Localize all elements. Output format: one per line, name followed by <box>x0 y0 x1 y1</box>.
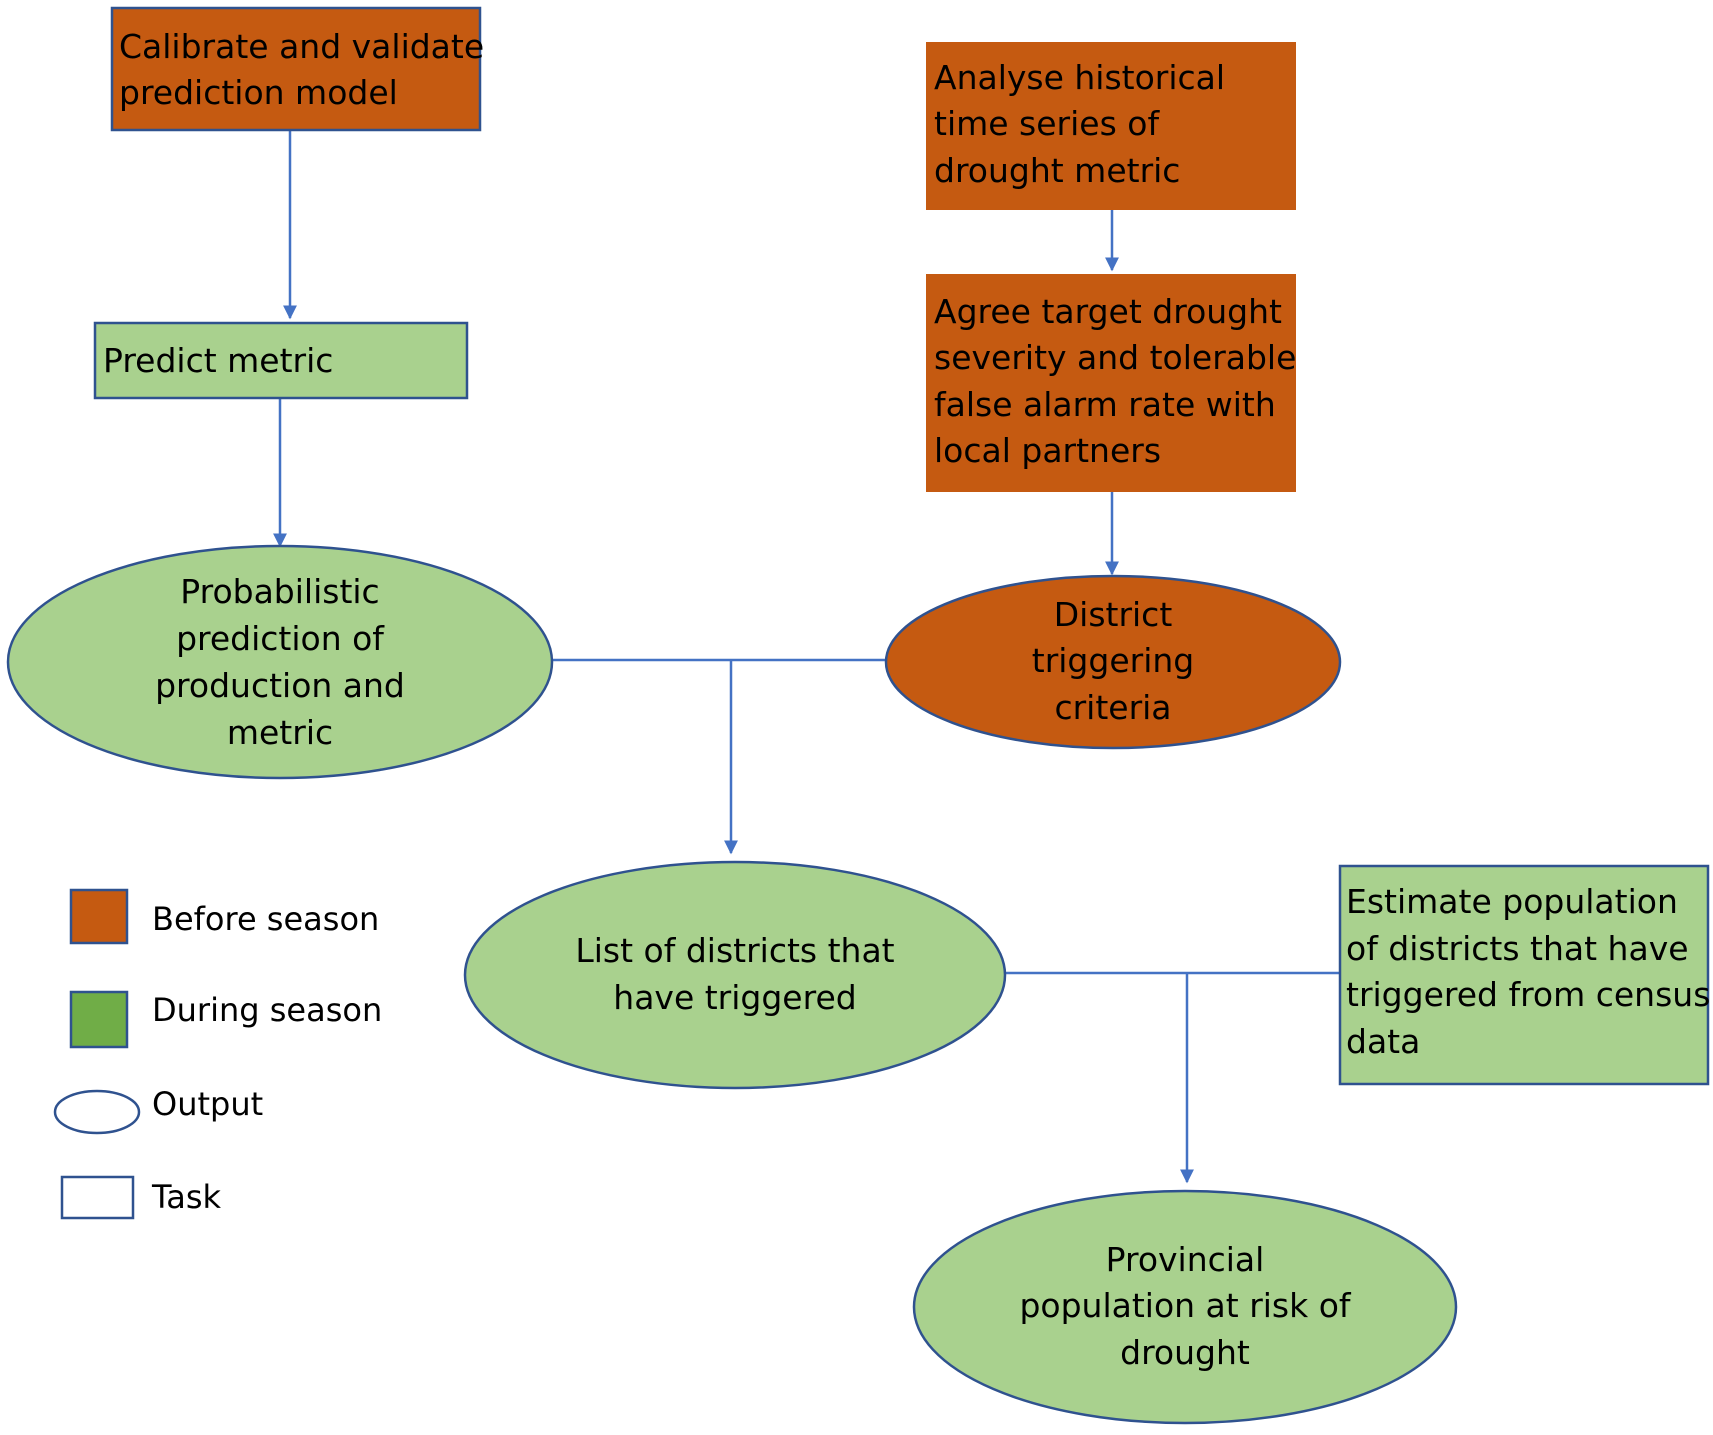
output-probabilistic-line-1: Probabilistic <box>180 572 379 611</box>
output-district-criteria-ellipse <box>884 574 1342 750</box>
output-district-criteria: District triggering criteria <box>884 574 1342 750</box>
legend-during-season-swatch <box>69 990 129 1049</box>
task-analyse-history: Analyse historical time series of drough… <box>926 42 1296 210</box>
legend: Before season During season Output Task <box>53 888 382 1220</box>
connectors <box>273 130 1340 1184</box>
legend-task-label: Task <box>151 1178 222 1216</box>
task-agree-target-line-2: severity and tolerable <box>934 338 1296 377</box>
task-calibrate-box <box>110 6 482 132</box>
output-provincial-population: Provincial population at risk of drought <box>912 1189 1458 1425</box>
output-provincial-population-line-3: drought <box>1120 1333 1250 1372</box>
output-probabilistic-line-2: prediction of <box>176 619 385 658</box>
output-probabilistic-line-4: metric <box>227 713 333 752</box>
task-calibrate-model: Calibrate and validate prediction model <box>110 6 484 132</box>
task-estimate-population-box <box>1338 864 1710 1086</box>
task-agree-target-line-4: local partners <box>934 431 1161 470</box>
task-calibrate-line-2: prediction model <box>119 73 398 112</box>
legend-output: Output <box>53 1085 263 1135</box>
output-district-criteria-line-3: criteria <box>1054 688 1171 727</box>
task-analyse-history-line-1: Analyse historical <box>934 58 1225 97</box>
legend-during-season: During season <box>69 990 382 1049</box>
task-analyse-history-line-2: time series of <box>934 104 1160 143</box>
task-agree-target: Agree target drought severity and tolera… <box>926 274 1296 492</box>
task-estimate-population-line-1: Estimate population <box>1346 882 1678 921</box>
output-provincial-population-line-2: population at risk of <box>1019 1286 1351 1325</box>
task-predict-metric-box <box>93 321 469 400</box>
task-calibrate-line-1: Calibrate and validate <box>119 27 484 66</box>
output-probabilistic-ellipse <box>6 544 554 780</box>
legend-before-season-swatch <box>69 888 129 945</box>
legend-task: Task <box>60 1175 222 1220</box>
legend-during-season-label: During season <box>152 991 382 1029</box>
task-agree-target-line-1: Agree target drought <box>934 292 1282 331</box>
task-predict-metric-line-1: Predict metric <box>103 341 333 380</box>
legend-task-swatch <box>60 1175 135 1220</box>
legend-before-season-label: Before season <box>152 900 379 938</box>
task-predict-metric: Predict metric <box>93 321 469 400</box>
task-agree-target-line-3: false alarm rate with <box>934 385 1276 424</box>
task-agree-target-box <box>926 274 1296 492</box>
output-probabilistic-line-3: production and <box>155 666 405 705</box>
output-district-criteria-line-1: District <box>1054 595 1173 634</box>
output-district-criteria-line-2: triggering <box>1032 641 1194 680</box>
output-districts-triggered-line-2: have triggered <box>613 978 856 1017</box>
legend-output-label: Output <box>152 1085 263 1123</box>
output-provincial-population-line-1: Provincial <box>1106 1240 1265 1279</box>
task-analyse-history-line-3: drought metric <box>934 151 1180 190</box>
output-districts-triggered-line-1: List of districts that <box>575 931 894 970</box>
task-estimate-population-line-2: of districts that have <box>1346 929 1689 968</box>
task-analyse-history-box <box>926 42 1296 210</box>
legend-before-season: Before season <box>69 888 379 945</box>
task-estimate-population: Estimate population of districts that ha… <box>1338 864 1710 1086</box>
task-estimate-population-line-4: data <box>1346 1022 1420 1061</box>
output-provincial-population-ellipse <box>912 1189 1458 1425</box>
output-districts-triggered-ellipse <box>463 860 1007 1090</box>
task-estimate-population-line-3: triggered from census <box>1346 975 1710 1014</box>
output-districts-triggered: List of districts that have triggered <box>463 860 1007 1090</box>
output-probabilistic-prediction: Probabilistic prediction of production a… <box>6 544 554 780</box>
legend-output-swatch <box>53 1089 141 1135</box>
